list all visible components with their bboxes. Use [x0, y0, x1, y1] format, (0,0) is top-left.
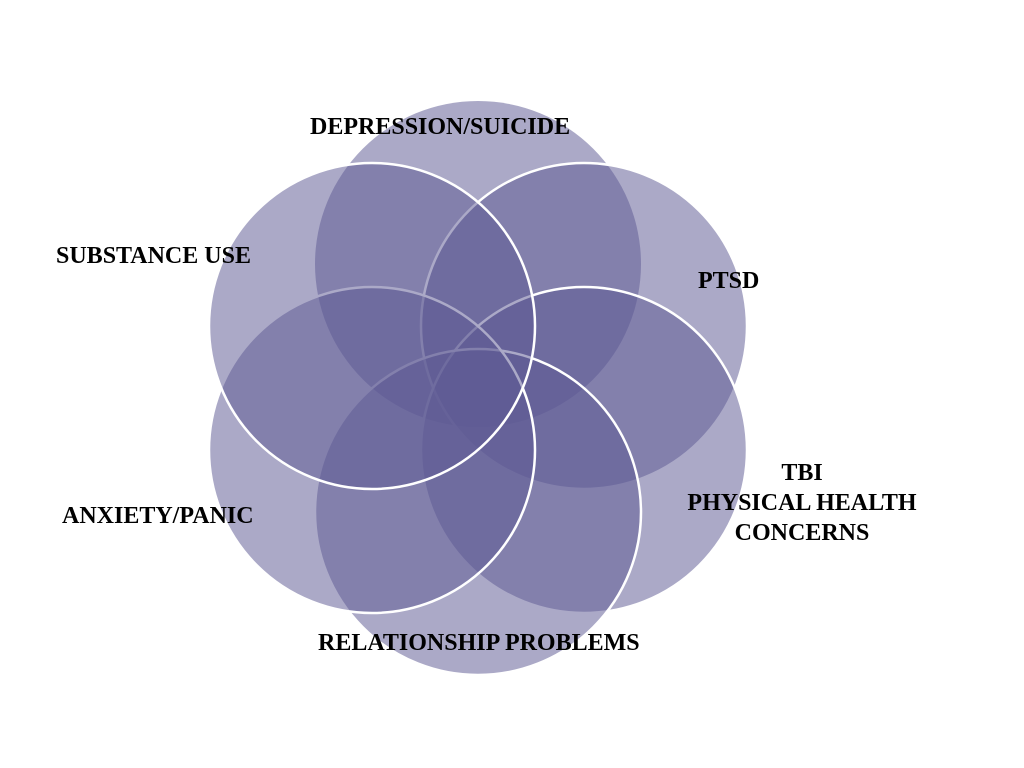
label-ptsd: PTSD [698, 268, 760, 294]
label-tbi-physical-health: TBI PHYSICAL HEALTH CONCERNS [678, 458, 926, 548]
label-physical-health: PHYSICAL HEALTH [687, 490, 917, 516]
label-relationship-problems: RELATIONSHIP PROBLEMS [318, 630, 640, 656]
label-anxiety-panic: ANXIETY/PANIC [62, 503, 254, 529]
label-depression-suicide: DEPRESSION/SUICIDE [310, 114, 571, 140]
label-substance-use: SUBSTANCE USE [56, 243, 251, 269]
label-tbi: TBI [781, 460, 823, 486]
label-concerns: CONCERNS [734, 520, 870, 546]
circle-substance-use [207, 161, 537, 491]
